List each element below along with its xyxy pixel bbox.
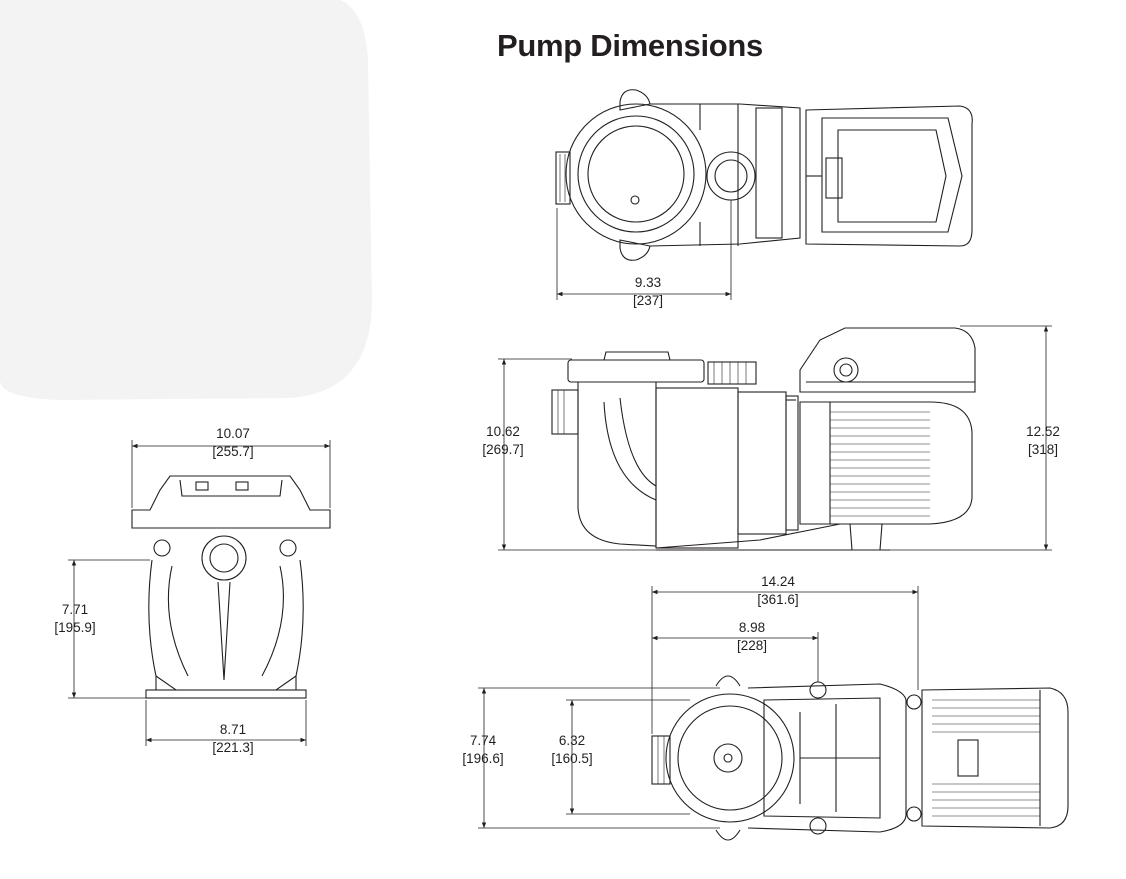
dimension-millimeters: 160.5 (527, 750, 617, 768)
bottom-view-dimension-lines (478, 586, 919, 829)
dimension-millimeters: 221.3 (188, 739, 278, 757)
front-view-drawing (131, 475, 331, 699)
dimension-label-mount-length: 8.98 228 (707, 619, 797, 655)
dimension-inches: 9.33 (634, 275, 662, 290)
side-view-drawing (551, 327, 976, 551)
dimension-inches: 10.07 (216, 426, 250, 441)
top-view-drawing (555, 89, 973, 261)
dimension-label-front-height: 7.71 195.9 (30, 601, 120, 637)
dimension-inches: 6.32 (558, 733, 586, 748)
dimension-label-overall-length: 14.24 361.6 (733, 573, 823, 609)
dimension-label-base-width: 8.71 221.3 (188, 721, 278, 757)
dimension-millimeters: 269.7 (458, 441, 548, 459)
dimension-millimeters: 195.9 (30, 619, 120, 637)
dimension-millimeters: 255.7 (188, 443, 278, 461)
dimension-inches: 12.52 (1026, 424, 1060, 439)
dimension-inches: 7.74 (469, 733, 497, 748)
dimension-label-overall-width: 7.74 196.6 (438, 732, 528, 768)
dimension-inches: 14.24 (761, 574, 795, 589)
dimension-millimeters: 196.6 (438, 750, 528, 768)
page-title: Pump Dimensions (497, 28, 763, 63)
dimension-label-overall-height: 12.52 318 (998, 423, 1088, 459)
dimension-label-mount-width: 6.32 160.5 (527, 732, 617, 768)
dimension-millimeters: 361.6 (733, 591, 823, 609)
dimension-label-front-width: 10.07 255.7 (188, 425, 278, 461)
dimension-millimeters: 318 (998, 441, 1088, 459)
dimension-millimeters: 228 (707, 637, 797, 655)
dimension-inches: 8.71 (219, 722, 247, 737)
dimension-inches: 8.98 (738, 620, 766, 635)
dimension-inches: 10.62 (486, 424, 520, 439)
dimension-inches: 7.71 (61, 602, 89, 617)
bottom-view-drawing (651, 675, 1069, 841)
front-view-dimension-lines (68, 440, 331, 746)
dimension-millimeters: 237 (603, 292, 693, 310)
background-shape (0, 0, 372, 400)
dimension-label-width-top: 9.33 237 (603, 274, 693, 310)
dimension-label-height-side: 10.62 269.7 (458, 423, 548, 459)
